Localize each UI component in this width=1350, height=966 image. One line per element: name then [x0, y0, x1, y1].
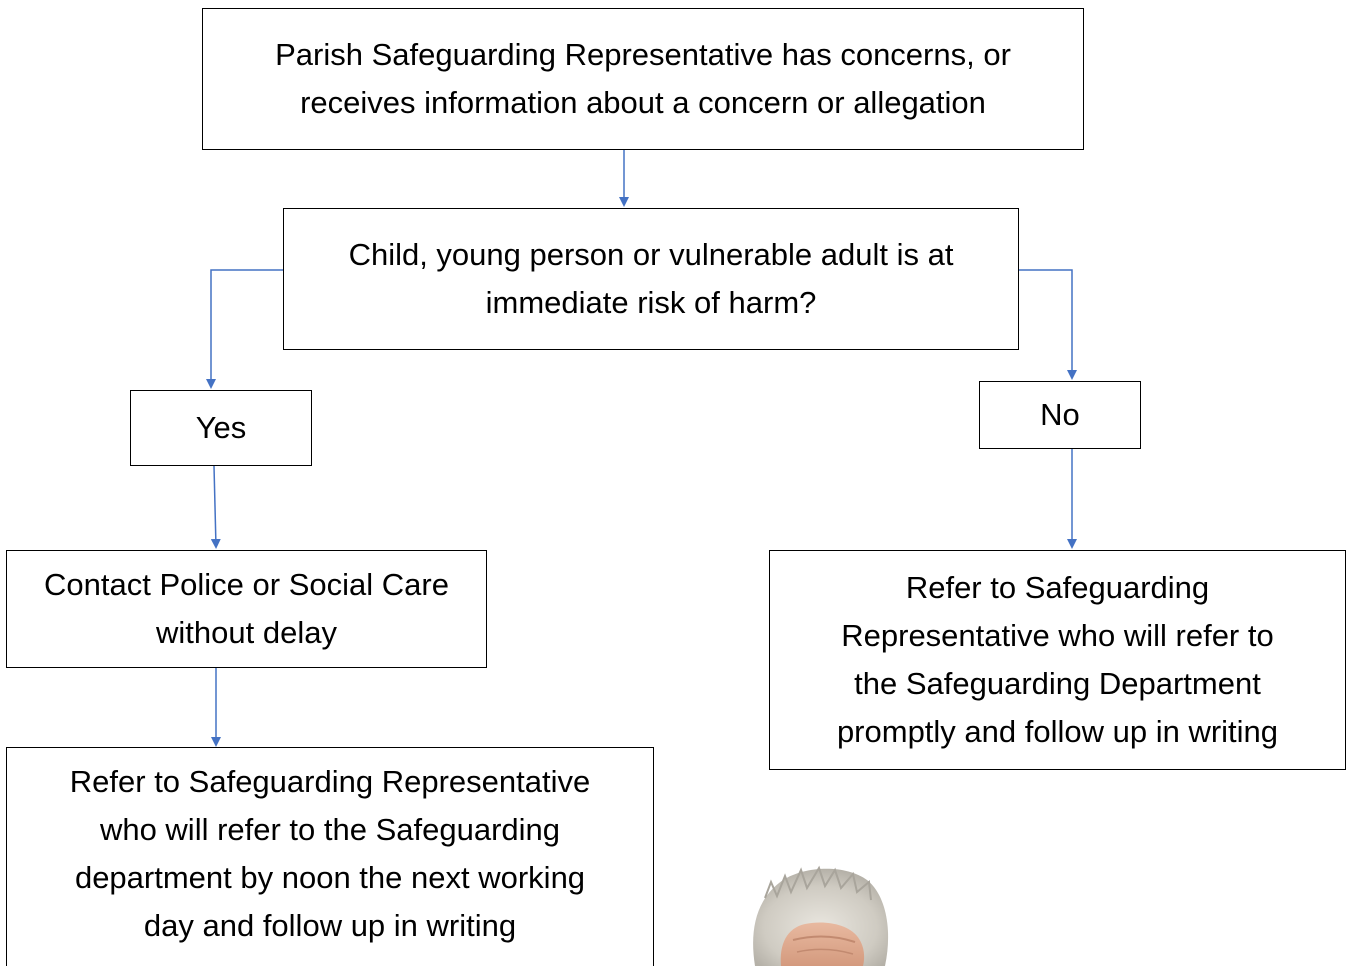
refer-followup-box: Refer to Safeguarding Representative who… [6, 747, 654, 966]
decision-box: Child, young person or vulnerable adult … [283, 208, 1019, 350]
refer-followup-text: Refer to Safeguarding Representative who… [69, 764, 591, 943]
yes-label: Yes [195, 410, 247, 445]
person-photo [735, 858, 921, 966]
contact-police-text: Contact Police or Social Care without de… [44, 567, 449, 650]
decision-text: Child, young person or vulnerable adult … [348, 237, 954, 320]
person-photo-image [735, 858, 921, 966]
arrow-question-to-no [1018, 269, 1077, 380]
no-box: No [979, 381, 1141, 449]
yes-box: Yes [130, 390, 312, 466]
refer-promptly-box: Refer to Safeguarding Representative who… [769, 550, 1346, 770]
arrow-question-to-yes [206, 269, 283, 389]
arrow-yes-to-contact [210, 465, 221, 549]
start-box: Parish Safeguarding Representative has c… [202, 8, 1084, 150]
contact-police-box: Contact Police or Social Care without de… [6, 550, 487, 668]
refer-promptly-text: Refer to Safeguarding Representative who… [836, 570, 1279, 749]
no-label: No [1040, 397, 1080, 432]
start-text: Parish Safeguarding Representative has c… [275, 37, 1011, 120]
